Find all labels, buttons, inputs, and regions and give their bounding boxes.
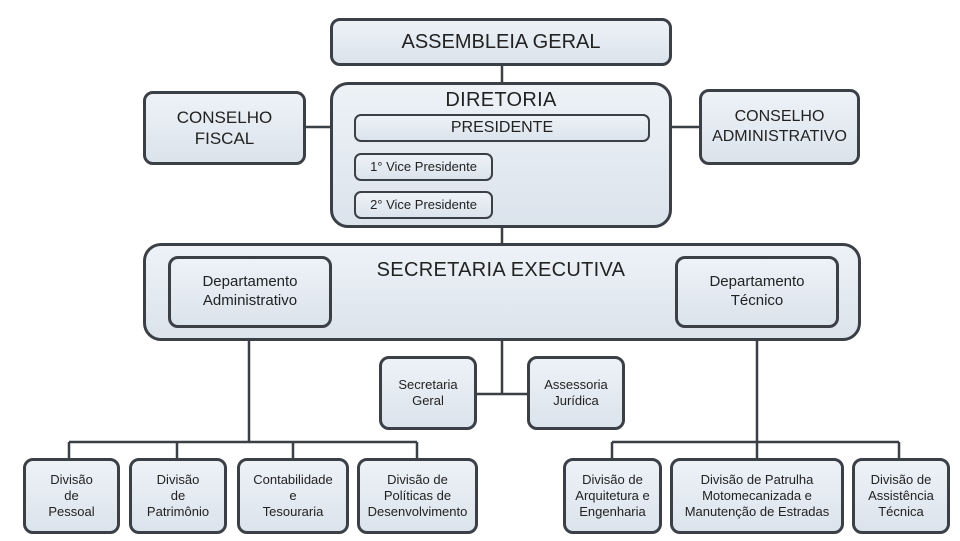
departamento-administrativo-label: Departamento Administrativo: [202, 273, 298, 309]
divisao-assistencia-box: Divisão de Assistência Técnica: [852, 458, 950, 534]
assembleia-geral-label: ASSEMBLEIA GERAL: [401, 30, 601, 53]
diretoria-title: DIRETORIA: [445, 89, 557, 111]
assembleia-geral-box: ASSEMBLEIA GERAL: [330, 18, 672, 66]
divisao-assistencia-label: Divisão de Assistência Técnica: [868, 471, 934, 520]
vice-presidente-2-box: 2° Vice Presidente: [354, 191, 493, 219]
secretaria-geral-box: Secretaria Geral: [379, 356, 477, 430]
conselho-fiscal-box: CONSELHO FISCAL: [143, 91, 306, 165]
vice-presidente-2-label: 2° Vice Presidente: [370, 196, 477, 212]
departamento-tecnico-box: Departamento Técnico: [675, 256, 839, 328]
secretaria-geral-label: Secretaria Geral: [398, 376, 458, 408]
divisao-politicas-label: Divisão de Políticas de Desenvolvimento: [367, 471, 468, 520]
divisao-patrulha-label: Divisão de Patrulha Motomecanizada e Man…: [684, 471, 830, 520]
contabilidade-tesouraria-box: Contabilidade e Tesouraria: [237, 458, 349, 534]
presidente-label: PRESIDENTE: [450, 119, 554, 136]
presidente-box: PRESIDENTE: [354, 114, 650, 142]
vice-presidente-1-box: 1° Vice Presidente: [354, 153, 493, 181]
departamento-administrativo-box: Departamento Administrativo: [168, 256, 332, 328]
divisao-patrimonio-label: Divisão de Patrimônio: [146, 471, 210, 520]
divisao-arquitetura-box: Divisão de Arquitetura e Engenharia: [563, 458, 662, 534]
conselho-fiscal-label: CONSELHO FISCAL: [176, 107, 273, 148]
departamento-tecnico-label: Departamento Técnico: [709, 273, 805, 309]
contabilidade-tesouraria-label: Contabilidade e Tesouraria: [253, 471, 333, 520]
divisao-pessoal-box: Divisão de Pessoal: [23, 458, 120, 534]
assessoria-juridica-label: Assessoria Jurídica: [544, 376, 608, 408]
divisao-politicas-box: Divisão de Políticas de Desenvolvimento: [357, 458, 478, 534]
vice-presidente-1-label: 1° Vice Presidente: [370, 158, 477, 174]
divisao-arquitetura-label: Divisão de Arquitetura e Engenharia: [575, 471, 650, 520]
conselho-administrativo-label: CONSELHO ADMINISTRATIVO: [712, 108, 847, 145]
assessoria-juridica-box: Assessoria Jurídica: [527, 356, 625, 430]
divisao-patrulha-box: Divisão de Patrulha Motomecanizada e Man…: [670, 458, 844, 534]
divisao-pessoal-label: Divisão de Pessoal: [48, 471, 95, 520]
divisao-patrimonio-box: Divisão de Patrimônio: [129, 458, 227, 534]
conselho-administrativo-box: CONSELHO ADMINISTRATIVO: [699, 89, 860, 165]
secretaria-executiva-title: SECRETARIA EXECUTIVA: [376, 259, 626, 281]
